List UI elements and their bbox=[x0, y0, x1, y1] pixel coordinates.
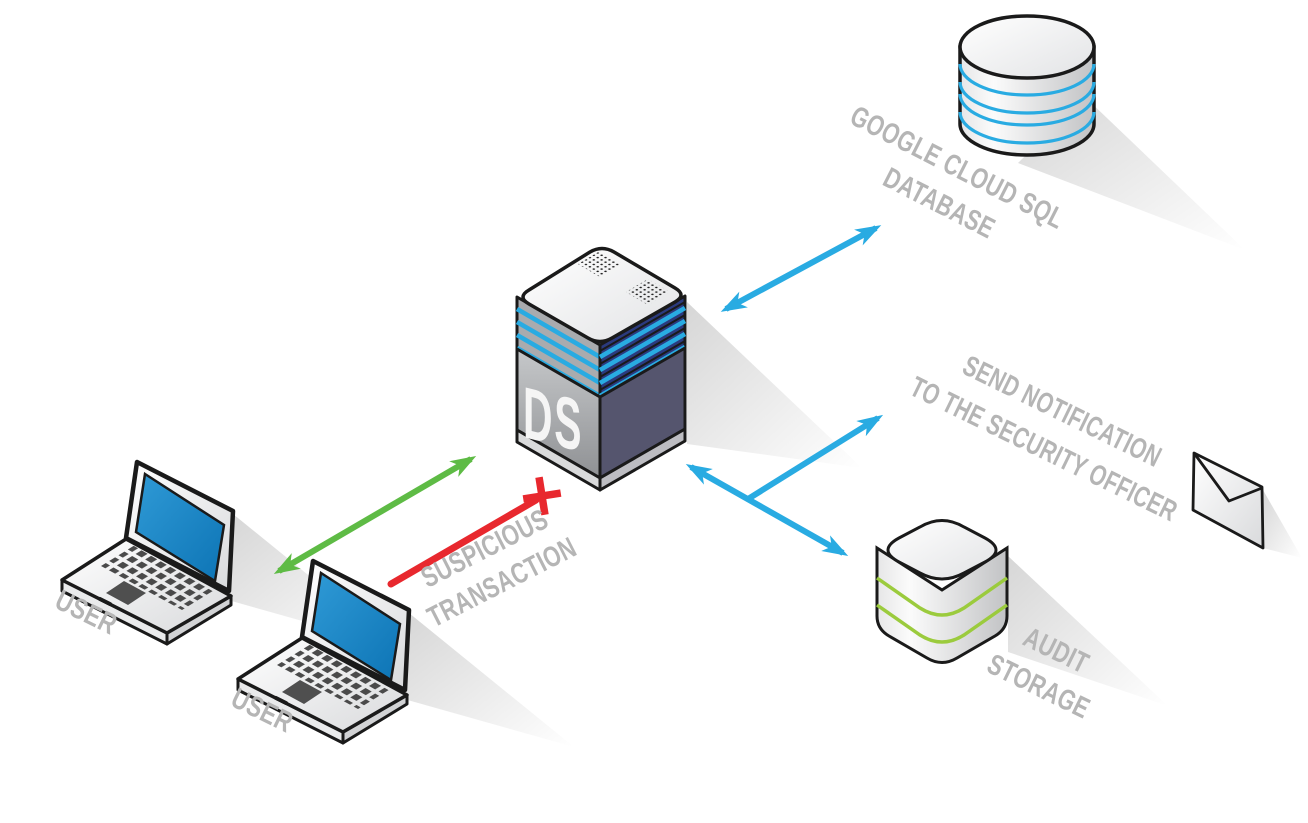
laptop-keyboard bbox=[101, 545, 216, 610]
suspicious-transaction-label: SUSPICIOUS TRANSACTION bbox=[416, 504, 581, 634]
laptop-screen bbox=[134, 471, 226, 584]
server-database-arrow bbox=[720, 225, 882, 312]
laptop-latch bbox=[98, 597, 112, 606]
blocked-cross-icon bbox=[522, 476, 562, 516]
audit-shadow bbox=[1008, 556, 1168, 706]
notification-arrow bbox=[746, 414, 884, 502]
database-cylinder-icon bbox=[958, 14, 1096, 157]
suspicious-transaction-line bbox=[387, 496, 540, 588]
server-vent-icon bbox=[578, 251, 622, 277]
server-audit-arrow bbox=[685, 464, 849, 556]
laptop2-shadow bbox=[404, 613, 574, 747]
storage-box-icon bbox=[875, 519, 1009, 664]
envelope-shadow bbox=[1263, 490, 1302, 558]
server-shadow bbox=[687, 302, 862, 468]
notification-label: SEND NOTIFICATION TO THE SECURITY OFFICE… bbox=[905, 350, 1182, 528]
laptop-touchpad bbox=[106, 581, 146, 605]
user-server-arrow bbox=[273, 455, 477, 575]
envelope-icon bbox=[1191, 451, 1265, 550]
server-badge: DS bbox=[523, 371, 583, 468]
server-icon: DS bbox=[515, 246, 687, 492]
server-vent-icon bbox=[626, 279, 670, 305]
